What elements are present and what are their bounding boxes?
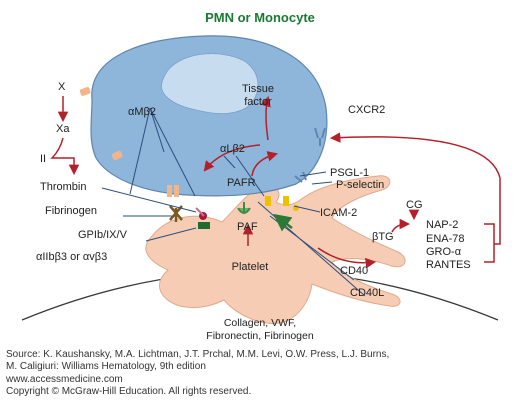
- label-xa: Xa: [56, 123, 70, 135]
- icam2-dot: [293, 205, 299, 211]
- btg-to-nap2-arrow: [391, 218, 411, 233]
- alb2-activation-arrow: [203, 144, 261, 172]
- label-gpib: GPIb/IX/V: [78, 229, 128, 241]
- label-thrombin: Thrombin: [40, 181, 86, 193]
- label-ii: II: [40, 153, 46, 165]
- source-line-1: Source: K. Kaushansky, M.A. Lichtman, J.…: [6, 349, 390, 360]
- label-alb2: αLβ2: [220, 143, 245, 155]
- source-line-2: M. Caligiuri: Williams Hematology, 9th e…: [6, 361, 206, 373]
- label-x: X: [58, 81, 66, 93]
- pafr-signal-arrow: [251, 151, 279, 177]
- platelet-cell: [145, 175, 406, 324]
- amb2-receptor-2: [174, 185, 179, 197]
- label-matrix-1: Collagen, VWF,: [224, 317, 296, 329]
- icam2-yellow-receptor: [283, 196, 289, 206]
- label-rantes: RANTES: [426, 259, 471, 271]
- label-fibrinogen: Fibrinogen: [45, 205, 97, 217]
- label-pselectin: P-selectin: [336, 179, 384, 191]
- label-btg: βTG: [372, 231, 394, 243]
- label-groa: GRO-α: [426, 246, 462, 258]
- cd40l-arrow: [273, 213, 293, 232]
- paf-receptor: [237, 202, 251, 214]
- label-tissue: Tissue: [242, 83, 274, 95]
- chemokines-to-cxcr2-arrow: [332, 137, 501, 263]
- factor-x-receptor: [79, 87, 91, 96]
- label-aiib: αIIbβ3 or αvβ3: [36, 251, 107, 263]
- tissue-factor-arrow: [260, 95, 271, 141]
- label-matrix-2: Fibronectin, Fibrinogen: [206, 330, 314, 342]
- fibrinogen-receptor: [111, 150, 123, 161]
- aiib-receptor: [198, 222, 210, 229]
- label-amb2: αMβ2: [128, 106, 156, 118]
- label-icam2: ICAM-2: [320, 207, 357, 219]
- label-cg: CG: [406, 199, 423, 211]
- label-psgl1: PSGL-1: [330, 167, 369, 179]
- diagram: PMN or Monocyte: [21, 10, 501, 342]
- copyright-text: Copyright © McGraw-Hill Education. All r…: [6, 386, 252, 398]
- label-platelet: Platelet: [232, 261, 269, 273]
- amb2-receptor: [167, 185, 172, 197]
- label-cxcr2: CXCR2: [348, 104, 385, 116]
- psgl1-receptor: [294, 171, 307, 183]
- label-cd40: CD40: [340, 265, 368, 277]
- figure-title: PMN or Monocyte: [205, 10, 315, 25]
- label-nap2: NAP-2: [426, 219, 458, 231]
- label-paf: PAF: [237, 221, 258, 233]
- platelet-to-btg-arrow: [317, 247, 377, 269]
- label-pafr: PAFR: [227, 177, 256, 189]
- source-credit: Source: K. Kaushansky, M.A. Lichtman, J.…: [6, 349, 514, 399]
- label-ena78: ENA-78: [426, 233, 465, 245]
- ii-to-thrombin-arrow: [50, 137, 80, 176]
- alb2-yellow-receptor: [265, 196, 271, 206]
- fibrinogen-bridge-line: [195, 207, 205, 217]
- label-cd40l: CD40L: [350, 287, 384, 299]
- website-text: www.accessmedicine.com: [6, 373, 123, 385]
- label-factor: factor: [244, 96, 272, 108]
- leukocyte-nucleus: [161, 53, 259, 114]
